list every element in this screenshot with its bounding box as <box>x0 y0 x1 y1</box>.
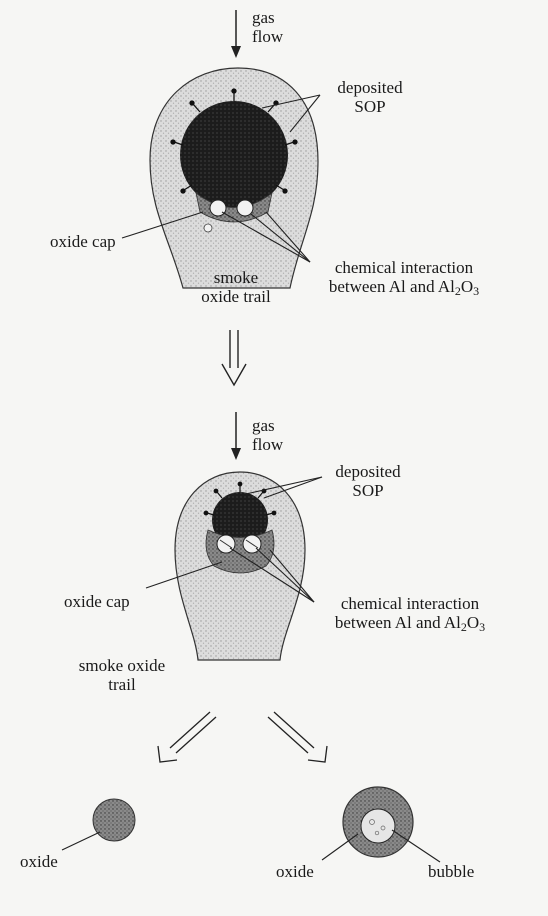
stage1-chemical-interaction-label: chemical interaction between Al and Al2O… <box>306 258 502 298</box>
stage2-oxide-cap-label: oxide cap <box>64 592 130 611</box>
stage2-deposited-sop-label: deposited SOP <box>326 462 410 500</box>
stage1-deposited-text: deposited <box>328 78 412 97</box>
stage2-gas-flow-label: gas flow <box>252 416 283 454</box>
oxide-left-label: oxide <box>20 852 58 871</box>
stage1-gas-flow-arrow <box>231 10 241 58</box>
stage2-sop-text: SOP <box>326 481 410 500</box>
stage2-deposited-text: deposited <box>326 462 410 481</box>
split-arrow-left <box>158 712 216 762</box>
stage2-flow-label: flow <box>252 435 283 454</box>
oxide-left-leader <box>62 832 100 850</box>
stage1-gas-label: gas <box>252 8 283 27</box>
oxide-right-label: oxide <box>276 862 314 881</box>
stage1-trail-text: oxide trail <box>184 287 288 306</box>
bubble <box>361 809 395 843</box>
oxide-particle-left <box>93 799 135 841</box>
stage2-trail-text: trail <box>72 675 172 694</box>
stage1-flow-label: flow <box>252 27 283 46</box>
stage1-chem-line2: between Al and Al2O3 <box>306 277 502 298</box>
stage1-oxide-cap-label: oxide cap <box>50 232 116 251</box>
stage1-gas-flow-label: gas flow <box>252 8 283 46</box>
stage2-chem-line2: between Al and Al2O3 <box>312 613 508 634</box>
stage1-deposited-sop-label: deposited SOP <box>328 78 412 116</box>
stage2-smoke-trail-label: smoke oxide trail <box>72 656 172 694</box>
stage2-smoke-text: smoke oxide <box>72 656 172 675</box>
stage2-chemical-interaction-label: chemical interaction between Al and Al2O… <box>312 594 508 634</box>
stage2-chem-line1: chemical interaction <box>312 594 508 613</box>
stage2-gas-label: gas <box>252 416 283 435</box>
oxide-particle-right <box>343 787 413 857</box>
stage1-smoke-text: smoke <box>184 268 288 287</box>
oxide-right-leader <box>322 834 358 860</box>
split-arrow-right <box>268 712 327 762</box>
stage2-gas-flow-arrow <box>231 412 241 460</box>
stage1-smoke-trail-label: smoke oxide trail <box>184 268 288 306</box>
stage1-sop-text: SOP <box>328 97 412 116</box>
stage1-chem-line1: chemical interaction <box>306 258 502 277</box>
bubble-label: bubble <box>428 862 474 881</box>
transition-double-arrow <box>222 330 246 385</box>
